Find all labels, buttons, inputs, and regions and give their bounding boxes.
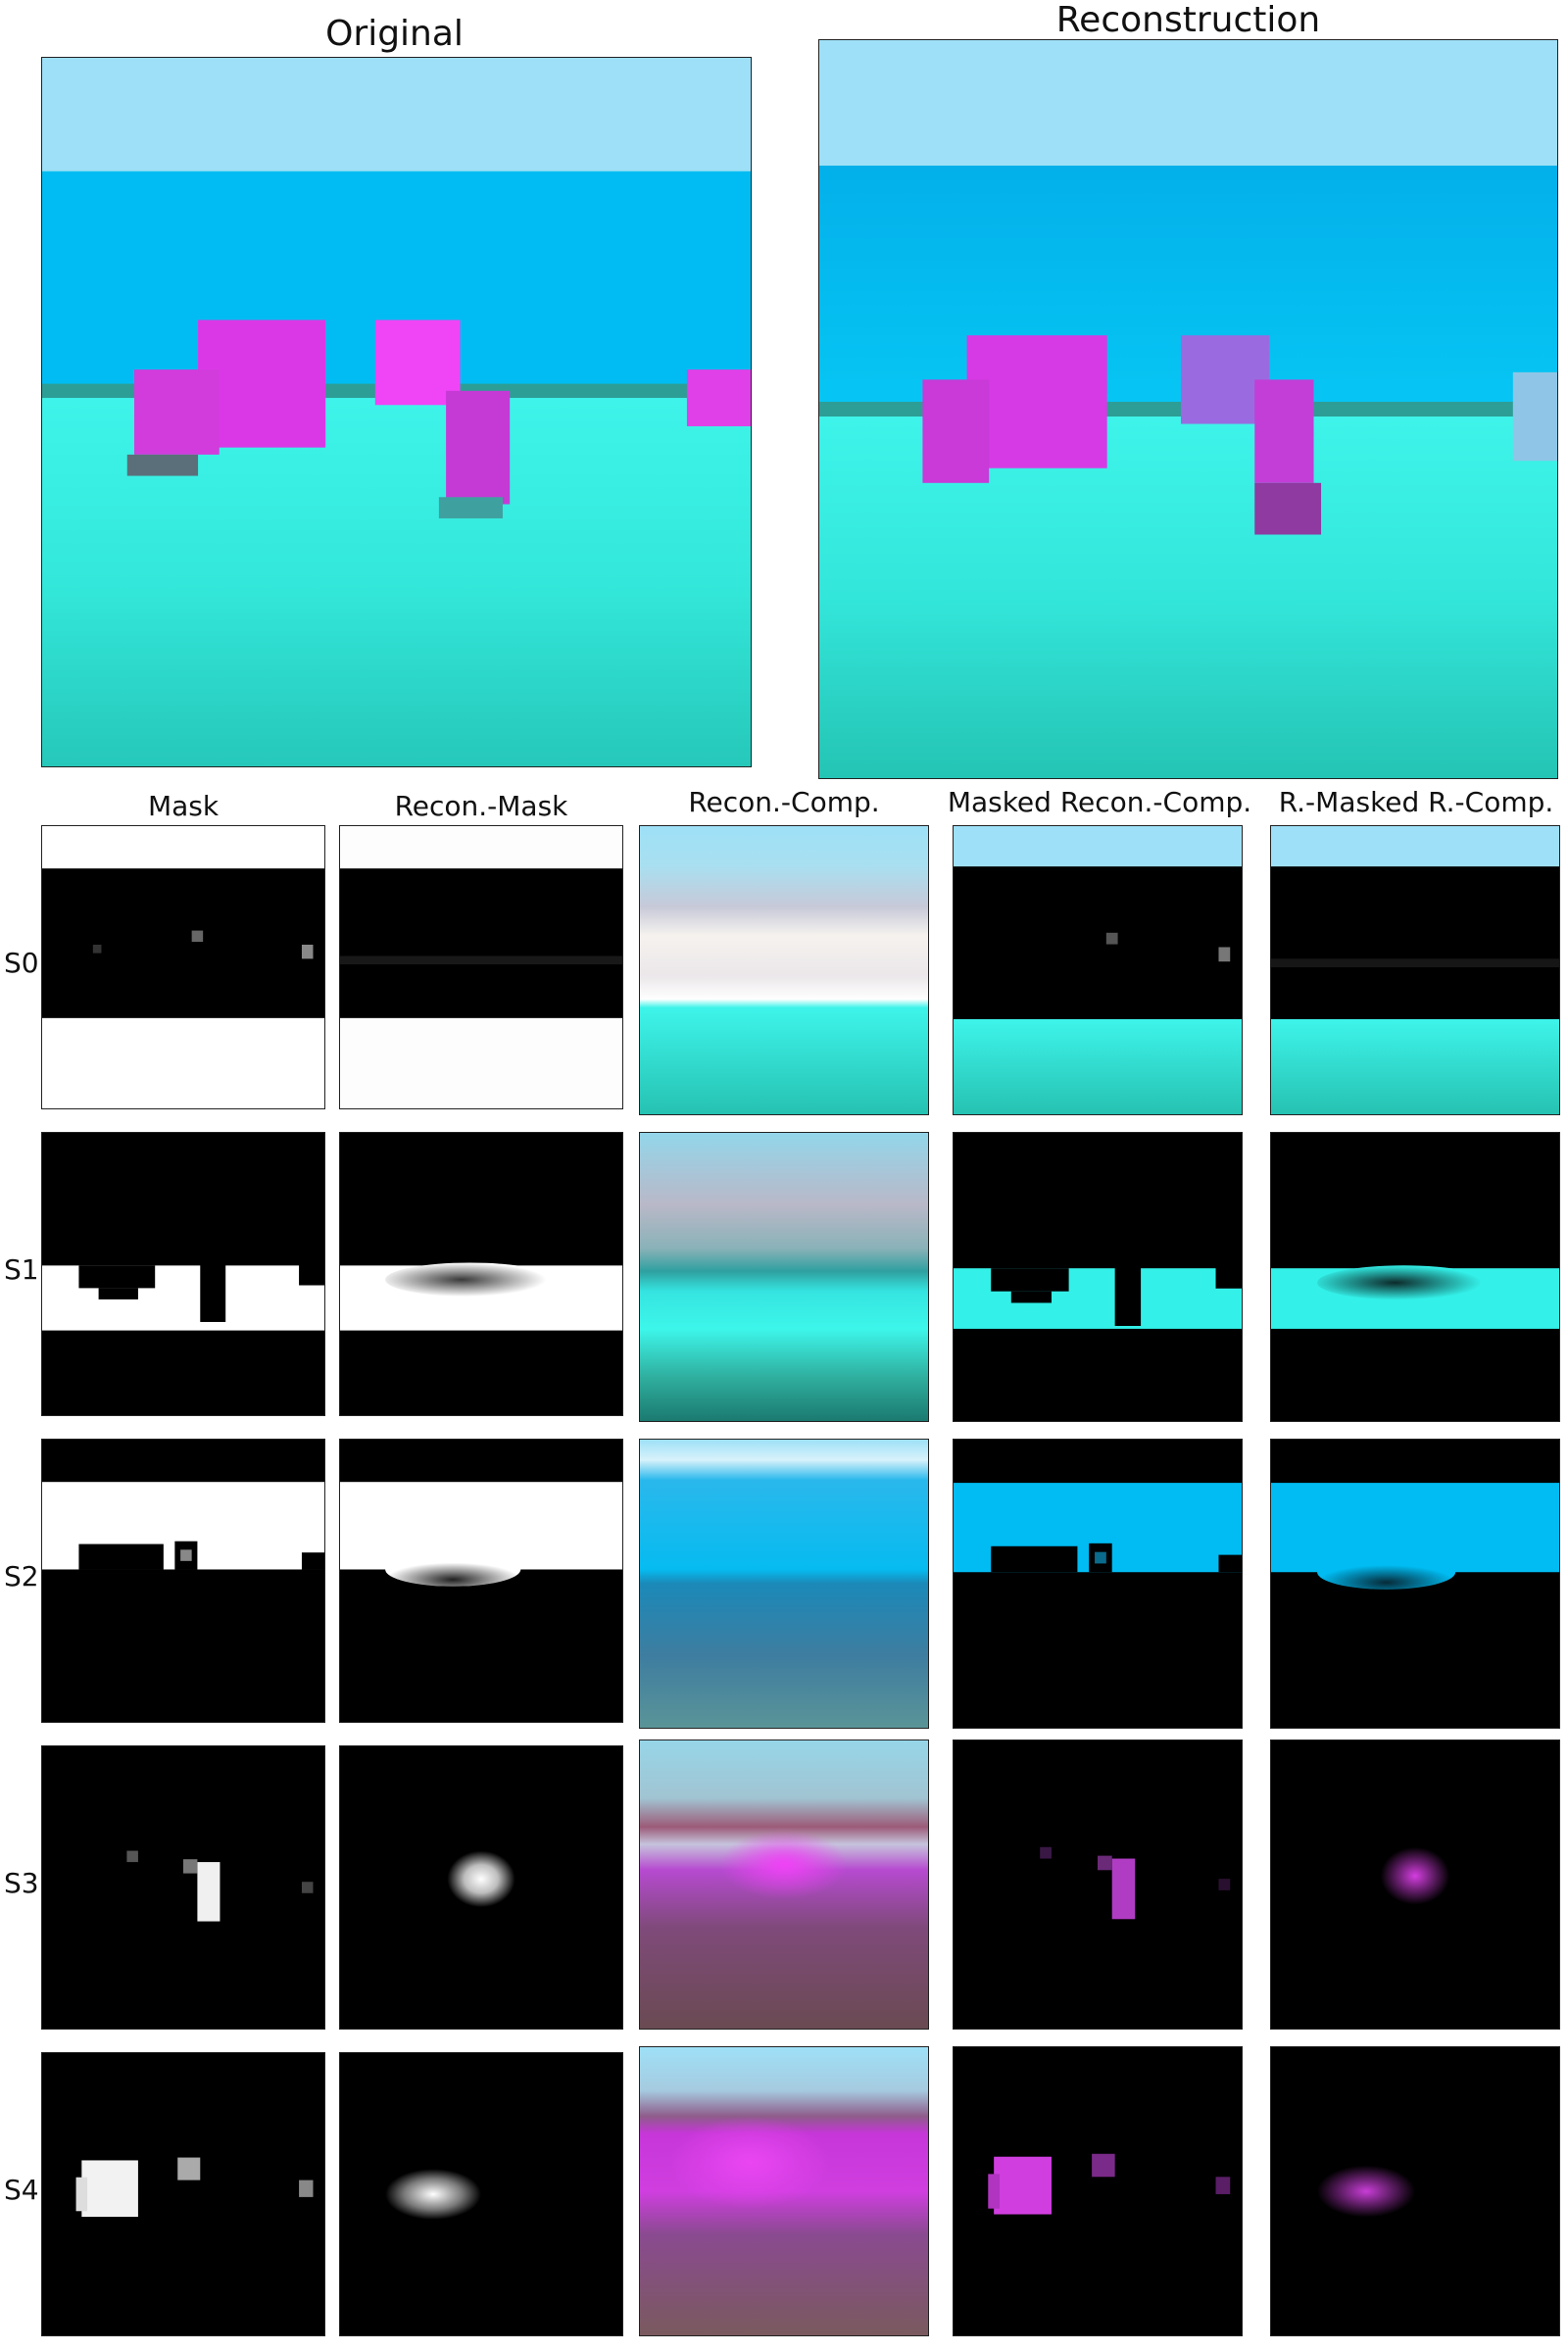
s0-recon-mask: [339, 825, 623, 1109]
s3-recon-comp: [639, 1740, 929, 2030]
s2-recon-mask: [339, 1439, 623, 1723]
column-title-recon-mask: Recon.-Mask: [394, 790, 568, 822]
s3-mask: [41, 1745, 325, 2030]
s4-rmasked-rcomp: [1270, 2046, 1560, 2336]
original-image: [41, 57, 752, 767]
s0-mask: [41, 825, 325, 1109]
column-title-recon-comp: Recon.-Comp.: [688, 786, 880, 818]
column-title-masked-recon-comp: Masked Recon.-Comp.: [947, 786, 1252, 818]
s3-recon-mask: [339, 1745, 623, 2030]
s3-masked-recon-comp: [953, 1740, 1243, 2030]
row-label-s1: S1: [4, 1253, 39, 1286]
s4-mask: [41, 2052, 325, 2336]
s2-mask: [41, 1439, 325, 1723]
column-title-rmasked-rcomp: R.-Masked R.-Comp.: [1278, 786, 1554, 818]
s1-recon-comp: [639, 1132, 929, 1422]
s0-recon-comp: [639, 825, 929, 1115]
reconstruction-title: Reconstruction: [1055, 0, 1321, 40]
original-title: Original: [325, 14, 464, 54]
s1-rmasked-rcomp: [1270, 1132, 1560, 1422]
reconstruction-image: [818, 39, 1558, 779]
s0-masked-recon-comp: [953, 825, 1243, 1115]
s4-masked-recon-comp: [953, 2046, 1243, 2336]
row-label-s0: S0: [4, 947, 39, 979]
row-label-s4: S4: [4, 2174, 39, 2206]
s3-rmasked-rcomp: [1270, 1740, 1560, 2030]
s2-recon-comp: [639, 1439, 929, 1729]
s4-recon-comp: [639, 2046, 929, 2336]
row-label-s2: S2: [4, 1560, 39, 1592]
s2-rmasked-rcomp: [1270, 1439, 1560, 1729]
s1-recon-mask: [339, 1132, 623, 1416]
s2-masked-recon-comp: [953, 1439, 1243, 1729]
s1-masked-recon-comp: [953, 1132, 1243, 1422]
s0-rmasked-rcomp: [1270, 825, 1560, 1115]
s1-mask: [41, 1132, 325, 1416]
s4-recon-mask: [339, 2052, 623, 2336]
row-label-s3: S3: [4, 1867, 39, 1899]
column-title-mask: Mask: [147, 790, 220, 822]
